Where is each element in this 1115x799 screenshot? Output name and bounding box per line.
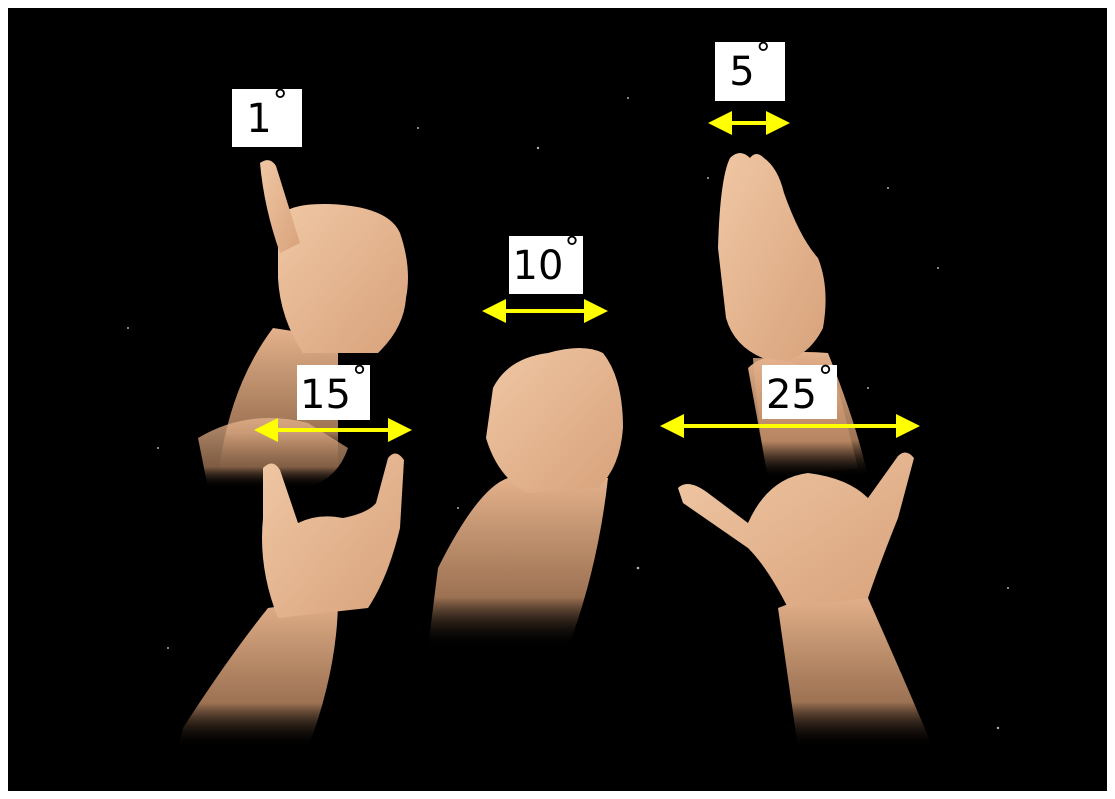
label-10-unit: ° [564,234,579,264]
label-5-value: 5 [729,52,754,92]
label-15-degree: 15° [297,365,370,420]
label-25-unit: ° [818,363,833,393]
closed-fist-hand [428,348,623,648]
label-15-unit: ° [352,363,367,393]
horned-hand [178,418,404,748]
label-25-degree: 25° [762,365,837,419]
label-10-value: 10 [513,246,564,286]
diagram-frame: 1° 5° 10° 15° 25° [8,8,1107,791]
label-1-value: 1 [246,99,271,139]
label-5-degree: 5° [715,42,785,101]
label-1-unit: ° [273,87,288,117]
label-5-unit: ° [756,40,771,70]
label-15-value: 15 [300,375,351,415]
label-1-degree: 1° [232,89,302,147]
hands-scene [8,8,1107,791]
label-10-degree: 10° [509,236,583,294]
label-25-value: 25 [766,375,817,415]
